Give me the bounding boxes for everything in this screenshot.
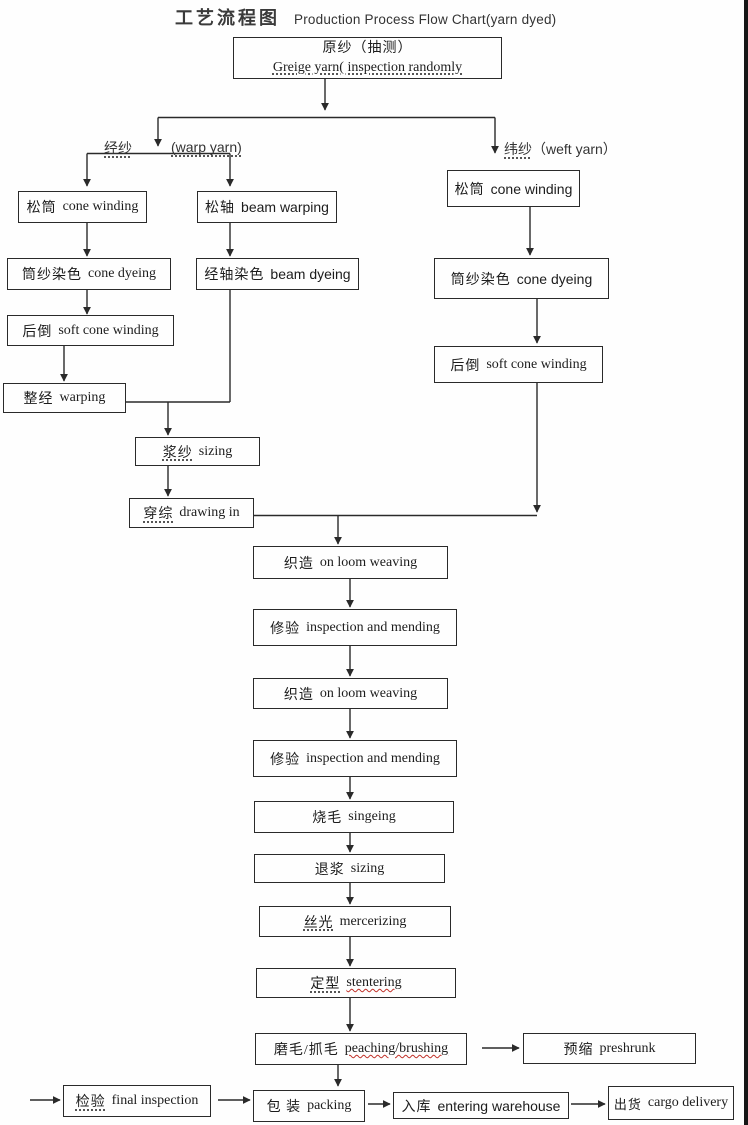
en-label: peaching/brushing: [344, 1041, 449, 1056]
node-soft-cone-winding-weft: 后倒 soft cone winding: [434, 346, 603, 383]
en-label: inspection and mending: [306, 750, 440, 766]
node-weaving-2: 织造 on loom weaving: [253, 678, 448, 709]
node-singeing: 烧毛 singeing: [254, 801, 454, 833]
node-packing: 包 装 packing: [253, 1090, 365, 1122]
node-drawing-in: 穿综 drawing in: [129, 498, 254, 528]
zh-label: 织造: [283, 556, 314, 572]
node-beam-warping: 松轴 beam warping: [197, 191, 337, 223]
zh-label: 退浆: [314, 862, 345, 878]
node-stentering: 定型 stentering: [256, 968, 456, 998]
warp-branch-label-zh: 经纱: [104, 142, 132, 157]
zh-label: 磨毛/抓毛: [273, 1043, 339, 1058]
node-preshrunk: 预缩 preshrunk: [523, 1033, 696, 1064]
zh-label: 穿综: [143, 507, 174, 522]
en-label: preshrunk: [599, 1040, 656, 1056]
node-peaching-brushing: 磨毛/抓毛 peaching/brushing: [255, 1033, 467, 1065]
node-final-inspection: 检验 final inspection: [63, 1085, 211, 1117]
zh-label: 定型: [310, 977, 341, 992]
node-weaving-1: 织造 on loom weaving: [253, 546, 448, 579]
page-title: 工艺流程图 Production Process Flow Chart(yarn …: [175, 4, 556, 30]
node-desizing: 退浆 sizing: [254, 854, 445, 883]
weft-branch-label-zh: 纬纱: [504, 141, 532, 157]
en-label: sizing: [350, 860, 385, 876]
en-label: final inspection: [111, 1093, 199, 1108]
weft-branch-label-en: （weft yarn）: [532, 141, 617, 157]
zh-label: 整经: [23, 392, 54, 407]
en-label: inspection and mending: [306, 619, 440, 635]
zh-label: 检验: [75, 1095, 106, 1110]
page-title-zh: 工艺流程图: [175, 8, 280, 28]
node-cone-winding-warp: 松筒 cone winding: [18, 191, 147, 223]
weft-branch-label: 纬纱（weft yarn）: [504, 139, 617, 159]
en-label: mercerizing: [339, 913, 407, 929]
en-label: singeing: [348, 809, 396, 824]
zh-label: 后倒: [22, 324, 53, 340]
zh-label: 后倒: [450, 358, 481, 374]
page-edge-line: [744, 0, 748, 1125]
en-label: soft cone winding: [486, 356, 587, 372]
zh-label: 出货: [613, 1096, 642, 1112]
en-label: packing: [307, 1098, 352, 1113]
en-label: drawing in: [179, 505, 240, 520]
zh-label: 预缩: [563, 1042, 594, 1058]
zh-label: 原纱（抽测）: [322, 40, 413, 56]
zh-label: 包 装: [266, 1100, 302, 1115]
zh-label: 烧毛: [312, 811, 343, 826]
node-beam-dyeing: 经轴染色 beam dyeing: [196, 258, 359, 290]
en-label: warping: [59, 390, 106, 405]
node-sizing: 浆纱 sizing: [135, 437, 260, 466]
zh-label: 入库: [401, 1097, 432, 1114]
zh-label: 丝光: [303, 915, 334, 931]
node-mending-1: 修验 inspection and mending: [253, 609, 457, 646]
node-soft-cone-winding-warp: 后倒 soft cone winding: [7, 315, 174, 346]
zh-label: 浆纱: [162, 445, 193, 461]
zh-label: 松筒: [26, 201, 57, 216]
node-mercerizing: 丝光 mercerizing: [259, 906, 451, 937]
en-label: stentering: [346, 975, 402, 990]
en-label: sizing: [198, 443, 233, 459]
en-label: on loom weaving: [319, 554, 418, 570]
node-greige-yarn: 原纱（抽测） Greige yarn( inspection randomly: [233, 37, 502, 79]
en-label: cone winding: [62, 199, 139, 214]
en-label: cone winding: [490, 180, 573, 197]
zh-label: 修验: [270, 752, 301, 768]
en-label: beam dyeing: [270, 266, 351, 282]
node-cone-winding-weft: 松筒 cone winding: [447, 170, 580, 207]
en-label: cone dyeing: [516, 270, 593, 287]
zh-label: 松筒: [454, 180, 485, 197]
zh-label: 松轴: [205, 199, 236, 215]
page-title-en: Production Process Flow Chart(yarn dyed): [294, 12, 557, 27]
en-label: Greige yarn( inspection randomly: [272, 59, 463, 75]
en-label: soft cone winding: [58, 322, 159, 338]
node-entering-warehouse: 入库 entering warehouse: [393, 1092, 569, 1119]
node-mending-2: 修验 inspection and mending: [253, 740, 457, 777]
zh-label: 经轴染色: [204, 266, 265, 282]
zh-label: 筒纱染色: [21, 268, 82, 283]
zh-label: 筒纱染色: [450, 270, 511, 287]
zh-label: 修验: [270, 621, 301, 637]
warp-branch-label-en: (warp yarn): [171, 139, 242, 155]
node-cone-dyeing-warp: 筒纱染色 cone dyeing: [7, 258, 171, 290]
zh-label: 织造: [283, 687, 314, 703]
en-label: cargo delivery: [647, 1095, 729, 1110]
en-label: on loom weaving: [319, 685, 418, 701]
node-cone-dyeing-weft: 筒纱染色 cone dyeing: [434, 258, 609, 299]
node-cargo-delivery: 出货 cargo delivery: [608, 1086, 734, 1120]
node-warping: 整经 warping: [3, 383, 126, 413]
en-label: entering warehouse: [437, 1097, 561, 1114]
en-label: beam warping: [241, 199, 329, 215]
en-label: cone dyeing: [87, 266, 157, 281]
